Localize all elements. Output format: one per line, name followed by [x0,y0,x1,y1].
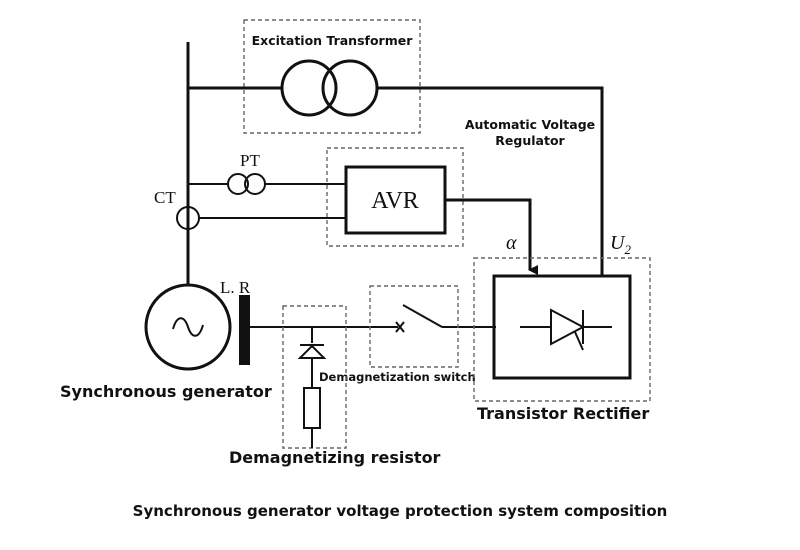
lr-label: L. R [220,278,251,297]
transformer-primary-coil [280,59,338,117]
switch-blade [402,304,443,328]
demagnetization-switch-label: Demagnetization switch [319,370,476,384]
avr-control-arrow [445,198,538,275]
demagnetization-switch-frame [369,285,459,368]
transistor-rectifier-label: Transistor Rectifier [477,404,649,423]
pt-label: PT [240,151,260,170]
alpha-label: α [506,232,517,254]
avr-caption-line1: Automatic Voltage [465,117,595,132]
rectifier-box [492,274,632,380]
resistor-symbol [303,387,321,429]
thyristor-gate [574,331,584,351]
excitation-transformer-frame [243,19,421,134]
u2-subscript: 2 [624,242,631,257]
ct-label: CT [154,188,176,207]
diagram-caption: Synchronous generator voltage protection… [133,502,668,520]
diode-symbol [297,344,327,359]
u2-base: U [610,232,626,254]
avr-caption-line2: Regulator [495,133,565,148]
thyristor-symbol [550,308,586,346]
transformer-to-rectifier-wire [377,86,604,276]
avr-frame [326,147,464,247]
rectifier-frame [473,257,651,402]
demagnetizing-resistor-frame [282,305,347,449]
transformer-secondary-coil [321,59,379,117]
avr-label: AVR [371,188,419,214]
generator-sine-icon [172,317,204,337]
switch-contact-mark-b [395,321,405,333]
synchronous-generator-label: Synchronous generator [60,382,272,401]
pt-coil-left [227,173,249,195]
excitation-transformer-label: Excitation Transformer [252,33,414,48]
field-winding-bar [239,295,250,365]
generator-circle [144,283,232,371]
demagnetizing-resistor-label: Demagnetizing resistor [229,448,441,467]
u2-label: U2 [610,232,631,257]
